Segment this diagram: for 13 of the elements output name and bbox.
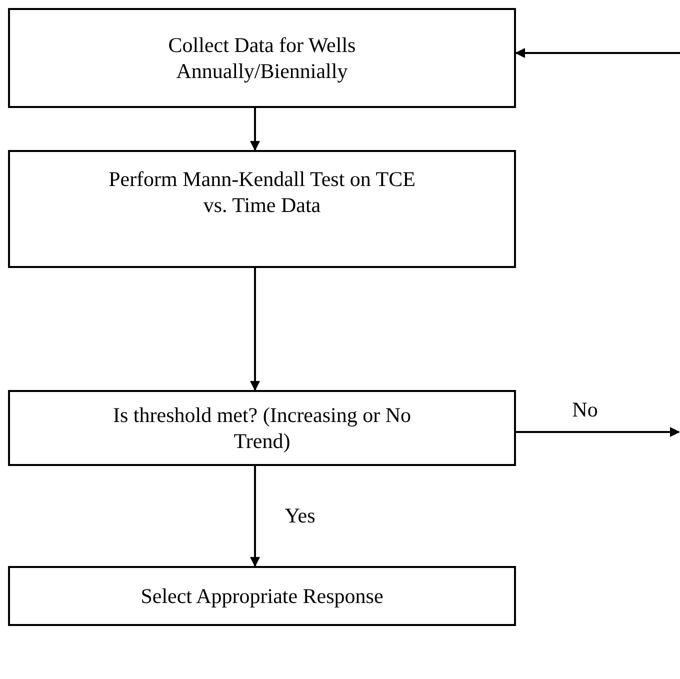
box-text: Collect Data for Wells Annually/Biennially [167,32,357,84]
process-box [8,8,516,108]
arrow [516,427,680,437]
process-box [8,390,516,466]
arrow [250,108,260,151]
box-text: Select Appropriate Response [140,582,384,610]
box-text: Is threshold met? (Increasing or No Trend) [112,402,412,454]
process-box [8,566,516,626]
arrow [250,268,260,391]
arrow [250,466,260,567]
arrow [515,48,680,58]
process-box [8,150,516,268]
box-text: Perform Mann-Kendall Test on TCE vs. Time Data [108,166,416,218]
